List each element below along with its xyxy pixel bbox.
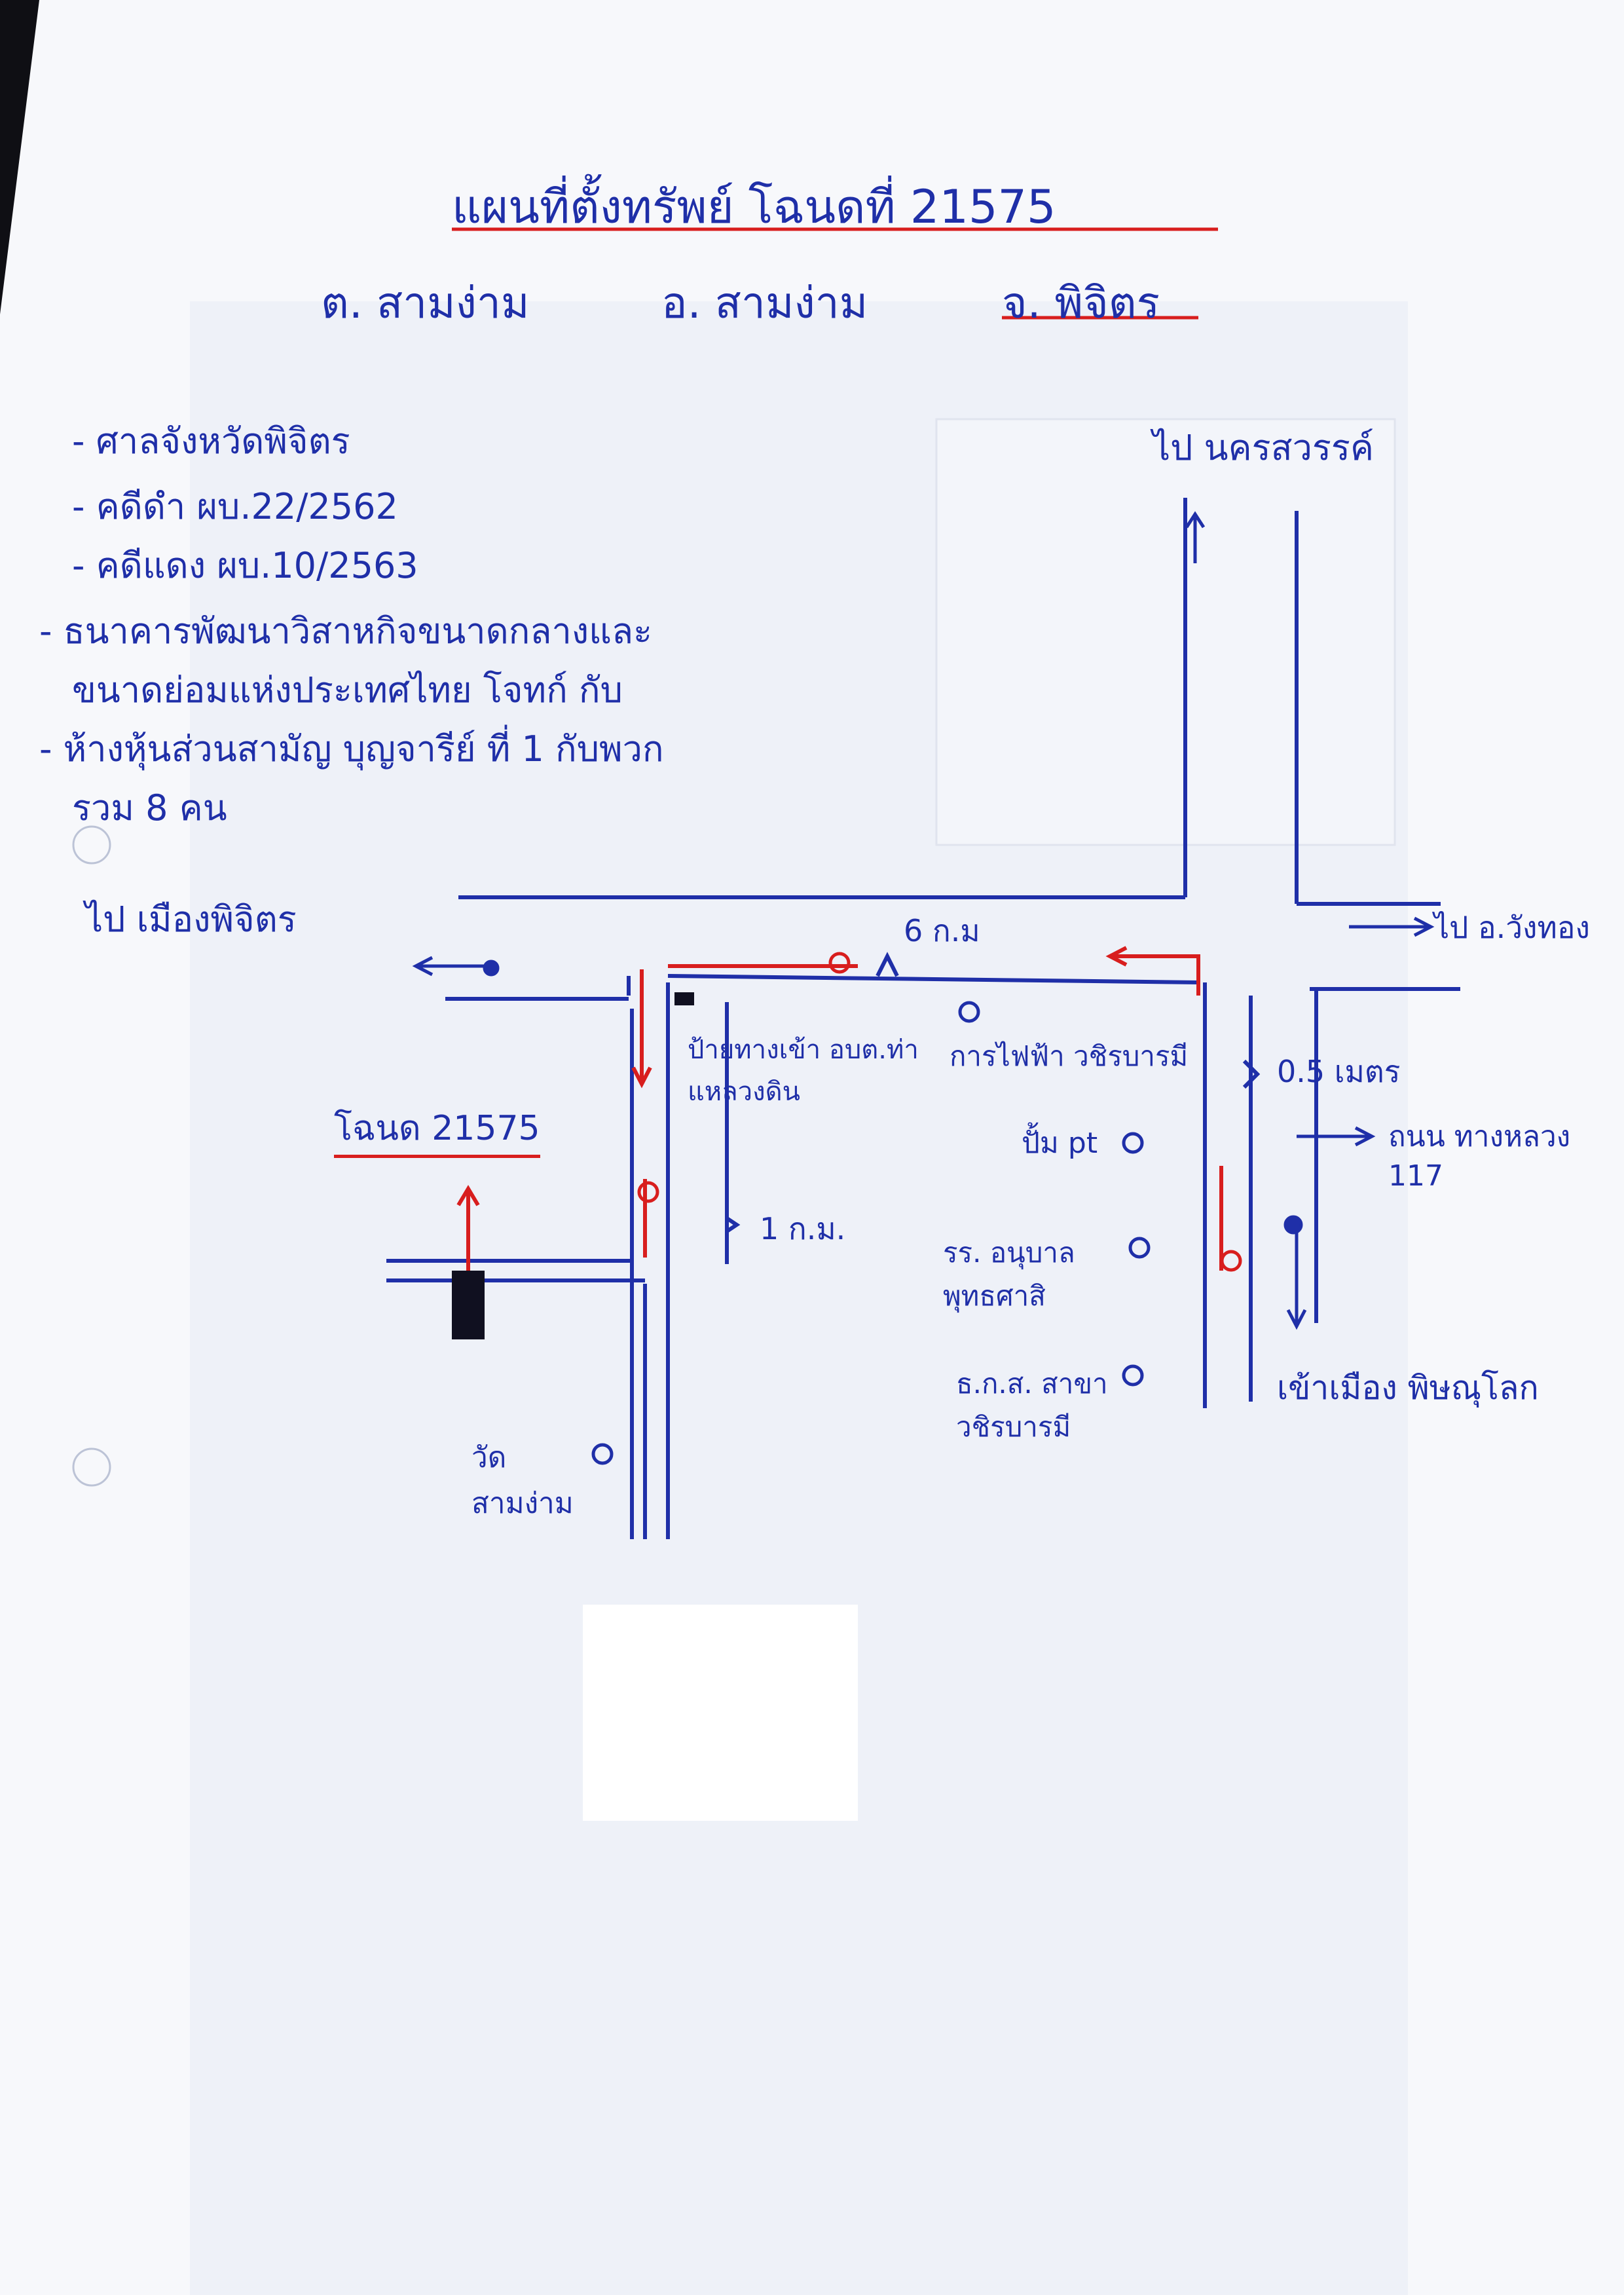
parcel-marker xyxy=(452,1271,485,1339)
label-sign: ป้ายทางเข้า อบต.ท่าแหลวงดิน xyxy=(688,1035,919,1107)
ghost-blank xyxy=(583,1605,858,1821)
landmark-ptt xyxy=(1122,1132,1144,1154)
note-plaintiff-1: - ธนาคารพัฒนาวิสาหกิจขนาดกลางและ xyxy=(39,610,653,652)
arrow-south-head xyxy=(1286,1309,1307,1330)
label-school: รร. อนุบาล พุทธศาสิ xyxy=(943,1237,1075,1312)
map-title: แผนที่ตั้งทรัพย์ โฉนดที่ 21575 xyxy=(452,180,1056,234)
note-defendant-count: รวม 8 คน xyxy=(72,787,227,829)
landmark-baac xyxy=(1122,1364,1144,1387)
note-court: - ศาลจังหวัดพิจิตร xyxy=(72,420,350,462)
label-baac: ธ.ก.ส. สาขาวชิรบารมี xyxy=(956,1368,1108,1443)
ghost-box xyxy=(935,418,1396,846)
amphoe-label: อ. สามง่าม xyxy=(661,278,868,328)
landmark-temple xyxy=(591,1443,614,1465)
punch-hole-top xyxy=(72,825,111,865)
arrow-east-head xyxy=(1413,916,1435,937)
red-marker-east xyxy=(1220,1250,1242,1272)
note-plaintiff-2: ขนาดย่อมแห่งประเทศไทย โจทก์ กับ xyxy=(72,669,623,711)
label-ptt: ปั้ม pt xyxy=(1022,1127,1098,1160)
punch-hole-bottom xyxy=(72,1447,111,1487)
bracket-05km xyxy=(1242,1059,1261,1089)
landmark-electricity xyxy=(958,1001,980,1023)
note-defendant: - ห้างหุ้นส่วนสามัญ บุญจารีย์ ที่ 1 กับพ… xyxy=(39,728,664,770)
route-down-arrow xyxy=(631,1066,652,1089)
route-path xyxy=(456,946,1223,1271)
route-arrow-head xyxy=(1105,946,1128,967)
red-markers xyxy=(637,952,1242,1272)
landmark-west-dot xyxy=(483,960,500,977)
route-parcel-arrow xyxy=(456,1185,480,1206)
roads xyxy=(386,498,1460,1539)
label-road-6km: 6 ก.ม xyxy=(904,913,980,948)
folded-corner xyxy=(0,0,39,314)
direction-arrows xyxy=(412,511,1435,1330)
bracket-1km xyxy=(726,1216,741,1233)
label-to-wang-thong: ไป อ.วังทอง xyxy=(1434,910,1590,945)
label-highway: ถนน ทางหลวง 117 xyxy=(1388,1120,1571,1193)
sign-marker xyxy=(674,992,694,1005)
label-to-phitsanulok: เข้าเมือง พิษณุโลก xyxy=(1277,1369,1539,1407)
label-road-1km: 1 ก.ม. xyxy=(760,1211,846,1246)
label-temple: วัดสามง่าม xyxy=(471,1441,574,1520)
label-to-nakhon-sawan: ไป นครสวรรค์ xyxy=(1153,427,1375,468)
arrow-highway-head xyxy=(1354,1126,1376,1147)
note-black-case: - คดีดำ ผบ.22/2562 xyxy=(72,486,398,527)
landmark-highway-dot xyxy=(1283,1215,1303,1235)
label-electricity: การไฟฟ้า วชิรบารมี xyxy=(950,1040,1189,1072)
label-to-phichit: ไป เมืองพิจิตร xyxy=(85,899,297,940)
road-inner-top xyxy=(667,974,1199,984)
landmark-school xyxy=(1128,1237,1151,1259)
red-marker-top xyxy=(828,952,851,974)
label-distance-05: 0.5 เมตร xyxy=(1277,1054,1401,1089)
note-red-case: - คดีแดง ผบ.10/2563 xyxy=(72,545,418,586)
red-marker-left xyxy=(637,1181,659,1203)
arrow-north-head xyxy=(1185,511,1206,529)
road-6km-marker xyxy=(876,952,899,977)
tambon-label: ต. สามง่าม xyxy=(321,278,530,328)
label-parcel: โฉนด 21575 xyxy=(334,1100,540,1158)
changwat-label: จ. พิจิตร xyxy=(1002,278,1160,328)
arrow-west-head xyxy=(412,956,434,977)
landmarks xyxy=(483,960,1303,1465)
route-corner-right xyxy=(1185,954,1200,996)
